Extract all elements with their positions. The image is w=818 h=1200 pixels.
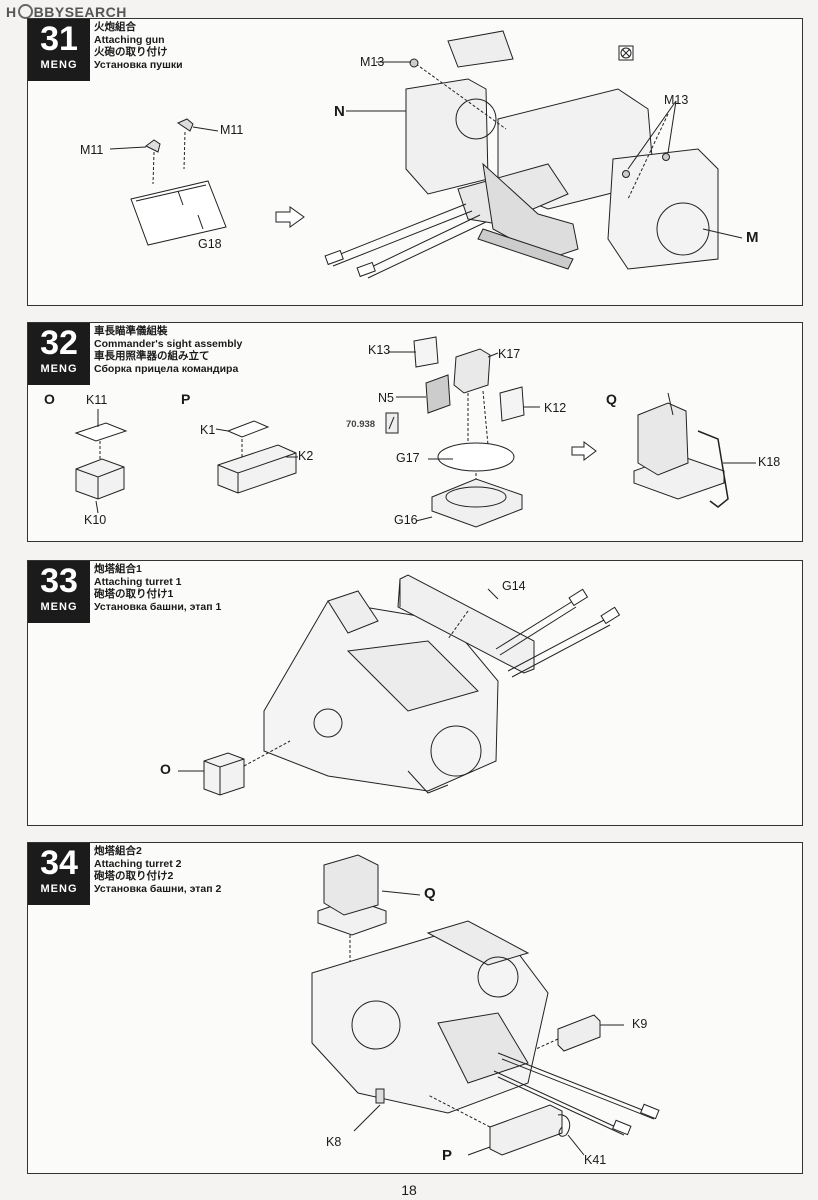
step-34-illustration [311,854,660,1156]
subassembly-label: O [44,391,55,407]
step-badge: 33 MENG [28,561,90,623]
title-en: Commander's sight assembly [94,337,243,350]
subassembly-label: P [181,391,191,407]
part-label: K41 [584,1153,607,1167]
title-jp: 火炮組合 [94,21,136,33]
part-label: K17 [498,347,521,361]
step-badge: 34 MENG [28,843,90,905]
step-34-panel: 34 MENG 炮塔組合2 Attaching turret 2 砲塔の取り付け… [27,842,803,1174]
subassembly-label: Q [424,885,436,902]
title-jp: 炮塔組合2 [94,845,142,857]
step-number: 33 [40,562,78,600]
part-label: G17 [396,451,420,465]
subassembly-label: O [160,761,171,777]
step-title-block: 炮塔組合2 Attaching turret 2 砲塔の取り付け2 Устано… [94,845,221,895]
part-label: K8 [326,1135,342,1149]
step-badge: 32 MENG [28,323,90,385]
title-jp2: 車長用照準器の組み立て [94,350,210,362]
step-number: 31 [40,20,78,58]
part-label: K9 [632,1017,648,1031]
subassembly-label: P [442,1147,453,1164]
part-label: M11 [220,123,244,137]
subassembly-label: N [334,103,345,120]
part-label: K2 [298,449,314,463]
title-ru: Установка башни, этап 2 [94,882,222,895]
part-label: G18 [198,237,222,251]
step-31-panel: 31 MENG 火炮組合 Attaching gun 火砲の取り付け Устан… [27,18,803,306]
title-jp2: 砲塔の取り付け1 [94,588,174,600]
part-label: M11 [80,143,104,157]
title-ru: Установка пушки [94,58,183,71]
part-label: K1 [200,423,216,437]
step-33-panel: 33 MENG 炮塔組合1 Attaching turret 1 砲塔の取り付け… [27,560,803,826]
step-31-illustration [109,30,743,279]
part-label: G16 [394,513,418,527]
step-33-illustration [178,574,621,796]
part-label: K11 [86,393,108,407]
step-title-block: 車長瞄準儀組裝 Commander's sight assembly 車長用照準… [94,325,242,375]
part-label: K13 [368,343,391,357]
title-ru: Установка башни, этап 1 [94,600,222,613]
title-jp2: 火砲の取り付け [94,46,168,58]
page-number: 18 [401,1182,417,1198]
brand-logo: MENG [40,601,78,613]
title-ru: Сборка прицела командира [94,362,239,375]
part-label: N5 [378,391,394,405]
title-en: Attaching gun [94,33,165,46]
part-label: K10 [84,513,107,527]
title-jp: 炮塔組合1 [94,563,142,575]
title-jp: 車長瞄準儀組裝 [94,325,168,337]
subassembly-label: M [746,229,759,246]
step-badge: 31 MENG [28,19,90,81]
step-number: 34 [40,844,78,882]
brand-logo: MENG [40,883,78,895]
step-number: 32 [40,324,78,362]
step-32-panel: 32 MENG 車長瞄準儀組裝 Commander's sight assemb… [27,322,803,542]
part-label: M13 [664,93,689,107]
step-title-block: 火炮組合 Attaching gun 火砲の取り付け Установка пуш… [94,21,183,71]
step-title-block: 炮塔組合1 Attaching turret 1 砲塔の取り付け1 Устано… [94,563,221,613]
brand-logo: MENG [40,59,78,71]
subassembly-label: Q [606,391,617,407]
title-jp2: 砲塔の取り付け2 [94,870,174,882]
title-en: Attaching turret 2 [94,857,182,870]
brand-logo: MENG [40,363,78,375]
part-label: M13 [360,55,385,69]
title-en: Attaching turret 1 [94,575,182,588]
part-label: K12 [544,401,567,415]
paint-code: 70.938 [346,419,376,430]
part-label: G14 [502,579,526,593]
part-label: K18 [758,455,781,469]
step-32-illustration [74,336,756,528]
